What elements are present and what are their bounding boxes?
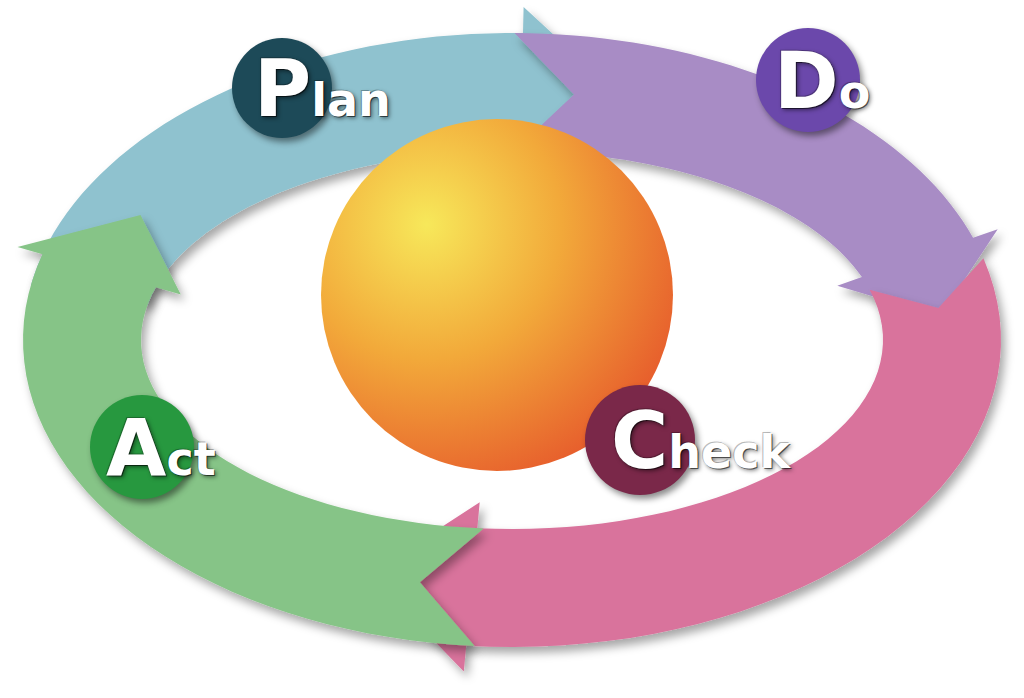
phase-label: Plan [254, 50, 391, 128]
phase-badge: Do [756, 28, 860, 132]
phase-label: Check [611, 402, 790, 480]
phase-badge: Check [585, 385, 695, 495]
phase-label: Act [106, 409, 216, 487]
phase-badge: Act [90, 395, 194, 499]
phase-badge: Plan [232, 38, 332, 138]
phase-label: Do [774, 42, 870, 120]
